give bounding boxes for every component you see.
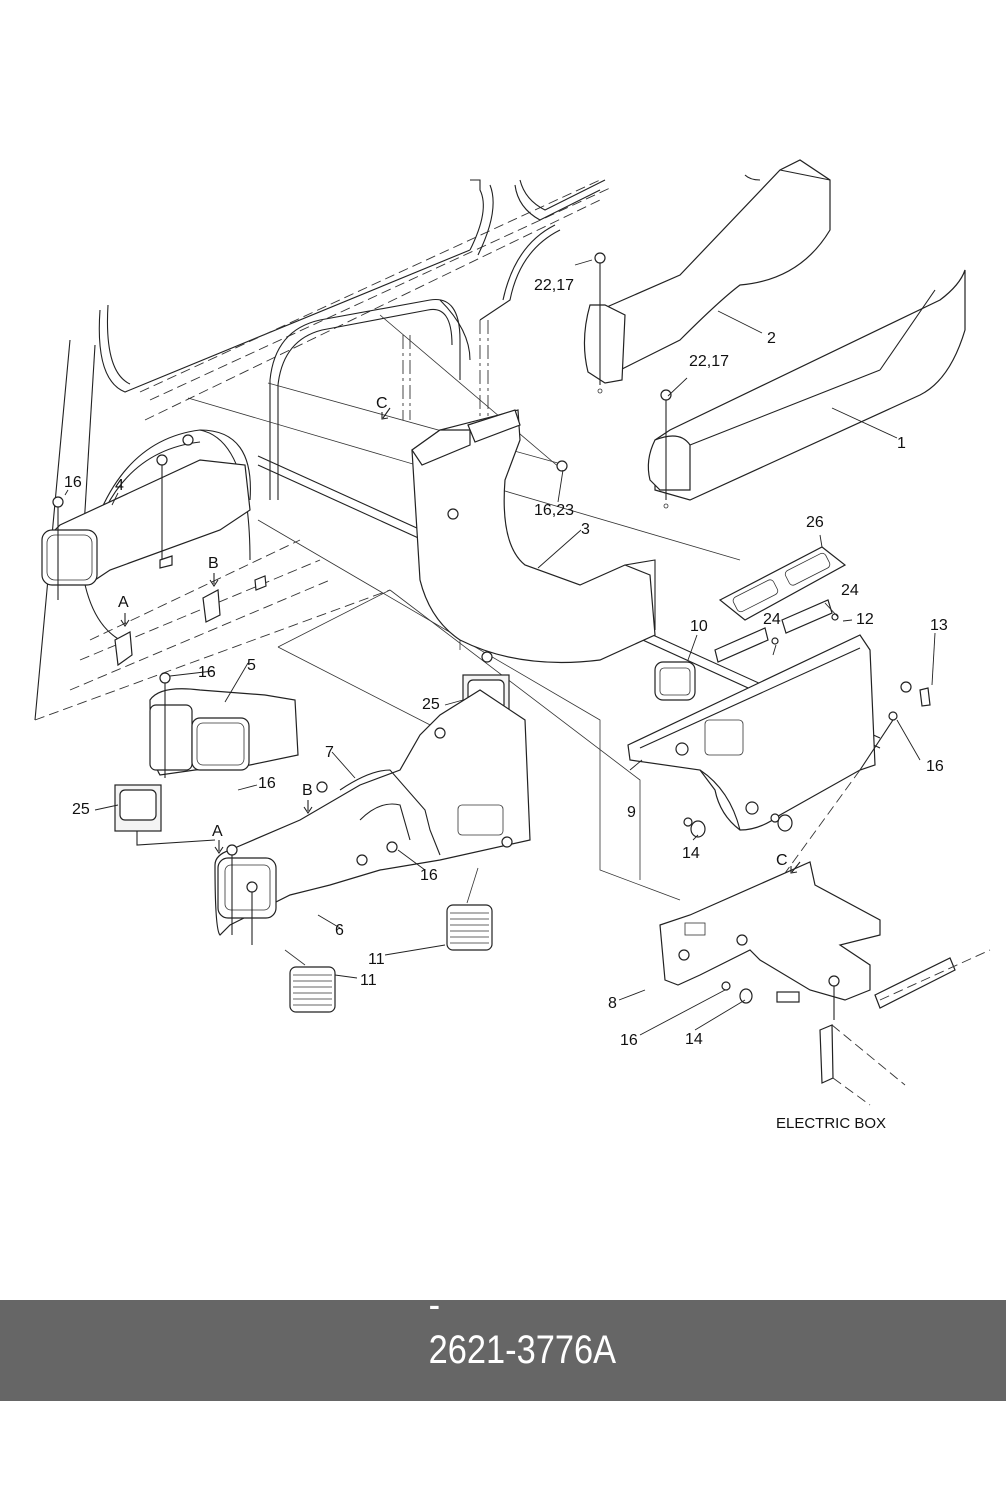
callout-16a: 16: [64, 474, 82, 491]
part-9-panel: [627, 546, 931, 881]
arrow-down-icon: [214, 840, 224, 854]
callout-24b: 24: [841, 582, 859, 599]
arrow-down-left-icon: [790, 861, 801, 874]
footer-separator: -: [428, 1283, 440, 1327]
callout-2: 2: [767, 330, 776, 347]
callout-22-17a: 22,17: [534, 277, 574, 294]
view-marker-b1: B: [208, 555, 219, 572]
callout-16c: 16: [258, 775, 276, 792]
callout-11a: 11: [368, 951, 385, 968]
callout-5: 5: [247, 657, 256, 674]
callout-16e: 16: [926, 758, 944, 775]
part-1-duct: [647, 269, 966, 509]
callout-24a: 24: [763, 611, 781, 628]
part-4-duct: [41, 434, 251, 600]
footer-brand: Doosan: [428, 1238, 547, 1282]
callout-26: 26: [806, 514, 824, 531]
callout-6: 6: [335, 922, 344, 939]
callout-10: 10: [690, 618, 708, 635]
view-marker-a1: A: [118, 594, 129, 611]
callout-13: 13: [930, 617, 948, 634]
part-11-grilles: [284, 867, 493, 1013]
callout-14a: 14: [682, 845, 700, 862]
callout-7: 7: [325, 744, 334, 761]
callout-22-17b: 22,17: [689, 353, 729, 370]
part-5-duct: [149, 672, 299, 778]
view-marker-c2: C: [776, 852, 788, 869]
callout-1: 1: [897, 435, 906, 452]
footer-caption: Doosan - 2621-3776A N - 7: [390, 1193, 616, 1508]
arrow-down-icon: [120, 613, 130, 627]
part-2-duct: [583, 159, 831, 394]
view-marker-a2: A: [212, 823, 223, 840]
part-8-floor-panel: [659, 861, 991, 1106]
mount-brackets: [114, 555, 267, 667]
part-6-7-duct: [214, 689, 531, 945]
callout-3: 3: [581, 521, 590, 538]
part-3-duct: [411, 409, 656, 664]
footer-part-number: 2621-3776A: [428, 1328, 616, 1372]
callout-14b: 14: [685, 1031, 703, 1048]
callout-8: 8: [608, 995, 617, 1012]
callout-labels: 1 2 3 4 5 6 7 8 9 10 11 11 12 13 14 14 1…: [64, 277, 948, 1132]
callout-4: 4: [115, 477, 124, 494]
callout-9: 9: [627, 804, 636, 821]
view-marker-c1: C: [376, 395, 388, 412]
callout-leaders: [64, 259, 936, 1036]
callout-16d: 16: [420, 867, 438, 884]
callout-16-23: 16,23: [534, 502, 574, 519]
callout-25b: 25: [422, 696, 440, 713]
callout-25a: 25: [72, 801, 90, 818]
callout-16b: 16: [198, 664, 216, 681]
electric-box-label: ELECTRIC BOX: [776, 1115, 886, 1132]
view-marker-b2: B: [302, 782, 313, 799]
parts-diagram: 1 2 3 4 5 6 7 8 9 10 11 11 12 13 14 14 1…: [34, 159, 991, 1132]
arrow-down-icon: [209, 573, 219, 587]
callout-16f: 16: [620, 1032, 638, 1049]
callout-12: 12: [856, 611, 874, 628]
arrow-down-icon: [303, 800, 313, 814]
callout-11b: 11: [360, 972, 377, 989]
footer-page-ref: N - 7: [428, 1418, 503, 1462]
footer-bar: Doosan - 2621-3776A N - 7: [0, 1238, 1006, 1462]
arrow-down-left-icon: [381, 407, 391, 420]
